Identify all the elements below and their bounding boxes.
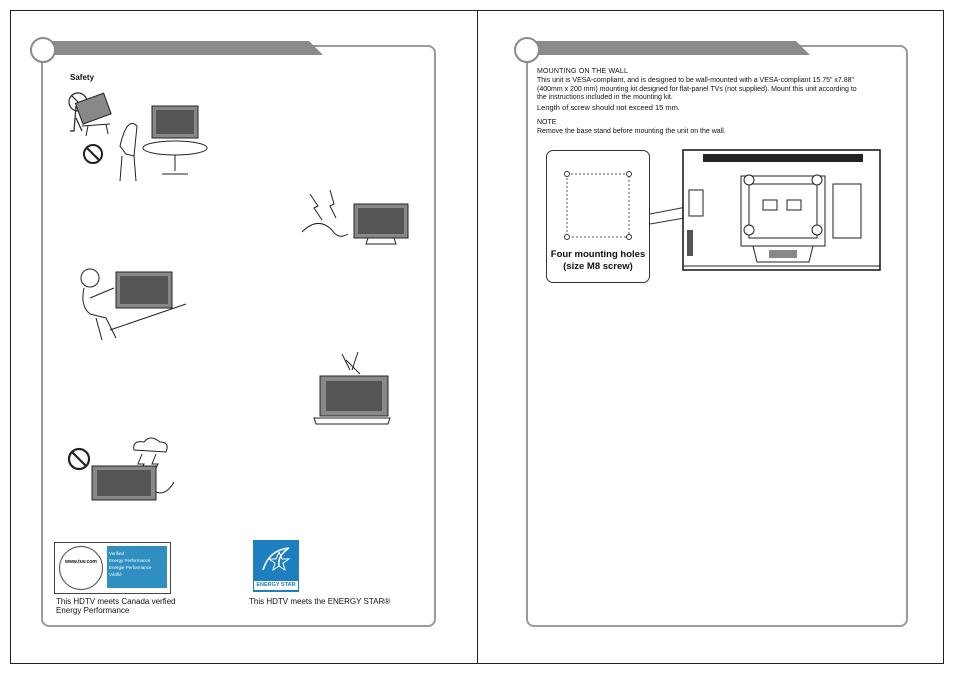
tuv-logo-text: www.tuv.com — [65, 559, 97, 565]
tuv-caption: This HDTV meets Canada verfied Energy Pe… — [56, 597, 176, 615]
storm-unplug-illustration — [67, 437, 175, 501]
mounting-section-title: MOUNTING ON THE WALL — [537, 68, 629, 75]
no-objects-on-tv-illustration — [313, 351, 391, 425]
note-title: NOTE — [537, 119, 557, 126]
tuv-badge-line: Energy Performance — [109, 558, 151, 563]
viewing-distance-illustration — [80, 268, 187, 341]
tuv-seal-icon: www.tuv.com — [59, 546, 103, 590]
tv-tipping-illustration — [68, 92, 208, 182]
left-page-number-circle — [30, 37, 56, 63]
safety-heading: Safety — [70, 73, 95, 82]
callout-label-line1: Four mounting holes — [550, 249, 646, 260]
screw-length-note: Length of screw should not exceed 15 mm. — [537, 103, 680, 112]
right-page-number-circle — [514, 37, 540, 63]
energy-star-icon — [262, 547, 291, 572]
left-header-bar — [43, 41, 303, 55]
hole-pattern-diagram — [564, 171, 632, 240]
tuv-certification-badge: www.tuv.com Verified Energy Performance … — [54, 542, 171, 594]
energy-star-logo-text: ENERGY STAR — [253, 580, 299, 591]
body-line: the instructions included in the mountin… — [537, 94, 673, 101]
left-header-bar-tail — [303, 41, 323, 55]
right-header-bar — [528, 41, 790, 55]
tuv-badge-line: Energie Performance — [109, 565, 152, 570]
body-line: This unit is VESA-compliant, and is desi… — [537, 77, 855, 84]
page-fold-divider — [477, 10, 478, 664]
tv-back-panel-diagram — [682, 149, 881, 271]
lightning-plug-illustration — [301, 189, 409, 245]
tuv-caption-line: This HDTV meets Canada verfied — [56, 597, 176, 606]
tuv-badge-line: Vérifié — [109, 572, 122, 577]
tuv-caption-line: Energy Performance — [56, 606, 130, 615]
tuv-badge-label: Verified Energy Performance Energie Perf… — [107, 546, 167, 588]
energy-star-caption: This HDTV meets the ENERGY STAR® — [249, 597, 391, 606]
right-header-bar-tail — [790, 41, 810, 55]
mounting-holes-callout: Four mounting holes (size M8 screw) — [546, 150, 650, 283]
body-line: (400mm x 200 mm) mounting kit designed f… — [537, 85, 857, 93]
tuv-badge-line: Verified — [109, 551, 125, 556]
mounting-body-text: This unit is VESA-compliant, and is desi… — [537, 77, 902, 103]
energy-star-logo: ENERGY STAR — [253, 540, 299, 592]
note-text: Remove the base stand before mounting th… — [537, 128, 726, 135]
callout-label-line2: (size M8 screw) — [563, 261, 633, 272]
